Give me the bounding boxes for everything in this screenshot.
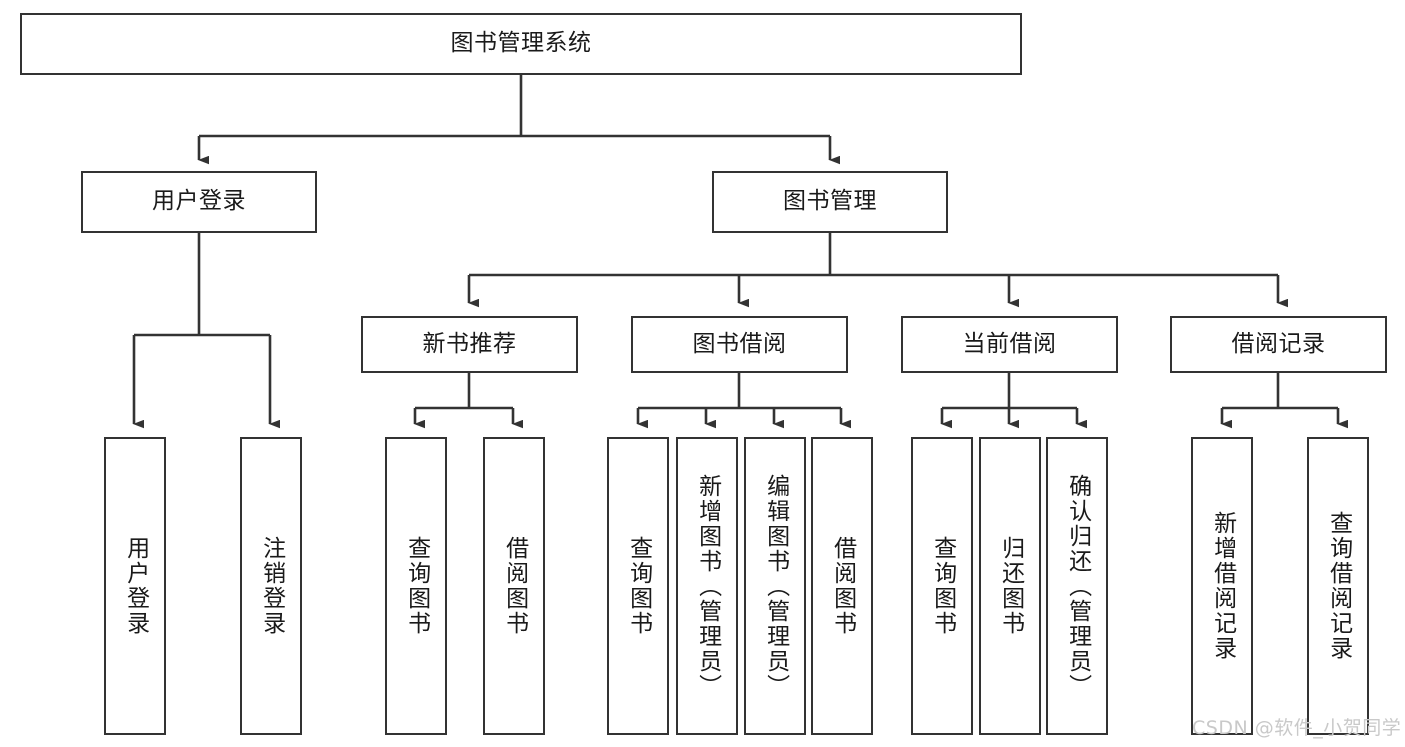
- node-user-login[interactable]: 用户登录: [81, 171, 317, 233]
- node-leaf-query-book-3[interactable]: 查询图书: [911, 437, 973, 735]
- node-new-book-recommend[interactable]: 新书推荐: [361, 316, 578, 373]
- node-new-book-recommend-label: 新书推荐: [422, 330, 517, 357]
- node-current-borrow[interactable]: 当前借阅: [901, 316, 1118, 373]
- node-leaf-borrow-book-1-label: 借阅图书: [501, 536, 528, 636]
- node-book-manage[interactable]: 图书管理: [712, 171, 948, 233]
- node-book-borrow[interactable]: 图书借阅: [631, 316, 848, 373]
- node-leaf-add-book[interactable]: 新增图书（管理员）: [676, 437, 738, 735]
- watermark: CSDN @软件_小贺同学: [1192, 717, 1402, 739]
- node-borrow-record[interactable]: 借阅记录: [1170, 316, 1387, 373]
- node-leaf-user-login[interactable]: 用户登录: [104, 437, 166, 735]
- node-leaf-user-login-label: 用户登录: [122, 536, 149, 636]
- node-root-label: 图书管理系统: [450, 30, 592, 57]
- node-book-manage-label: 图书管理: [783, 188, 877, 215]
- node-leaf-confirm-return[interactable]: 确认归还（管理员）: [1046, 437, 1108, 735]
- node-leaf-logout[interactable]: 注销登录: [240, 437, 302, 735]
- node-leaf-edit-book-label: 编辑图书（管理员）: [762, 473, 789, 699]
- node-book-borrow-label: 图书借阅: [692, 330, 787, 357]
- node-leaf-query-book-2-label: 查询图书: [625, 536, 652, 636]
- node-leaf-borrow-book-1[interactable]: 借阅图书: [483, 437, 545, 735]
- node-leaf-add-book-label: 新增图书（管理员）: [694, 473, 721, 699]
- node-leaf-return-book-label: 归还图书: [997, 536, 1024, 636]
- node-leaf-query-record-label: 查询借阅记录: [1325, 511, 1352, 661]
- node-leaf-edit-book[interactable]: 编辑图书（管理员）: [744, 437, 806, 735]
- node-leaf-query-record[interactable]: 查询借阅记录: [1307, 437, 1369, 735]
- node-leaf-borrow-book-2[interactable]: 借阅图书: [811, 437, 873, 735]
- node-leaf-query-book-1[interactable]: 查询图书: [385, 437, 447, 735]
- node-user-login-label: 用户登录: [152, 188, 246, 215]
- node-leaf-logout-label: 注销登录: [258, 536, 285, 636]
- node-leaf-borrow-book-2-label: 借阅图书: [829, 536, 856, 636]
- node-leaf-query-book-1-label: 查询图书: [403, 536, 430, 636]
- node-leaf-confirm-return-label: 确认归还（管理员）: [1064, 473, 1091, 699]
- node-borrow-record-label: 借阅记录: [1231, 330, 1326, 357]
- node-leaf-query-book-3-label: 查询图书: [929, 536, 956, 636]
- node-leaf-add-record-label: 新增借阅记录: [1209, 511, 1236, 661]
- node-leaf-query-book-2[interactable]: 查询图书: [607, 437, 669, 735]
- node-leaf-add-record[interactable]: 新增借阅记录: [1191, 437, 1253, 735]
- node-current-borrow-label: 当前借阅: [962, 330, 1057, 357]
- node-leaf-return-book[interactable]: 归还图书: [979, 437, 1041, 735]
- node-root[interactable]: 图书管理系统: [20, 13, 1022, 75]
